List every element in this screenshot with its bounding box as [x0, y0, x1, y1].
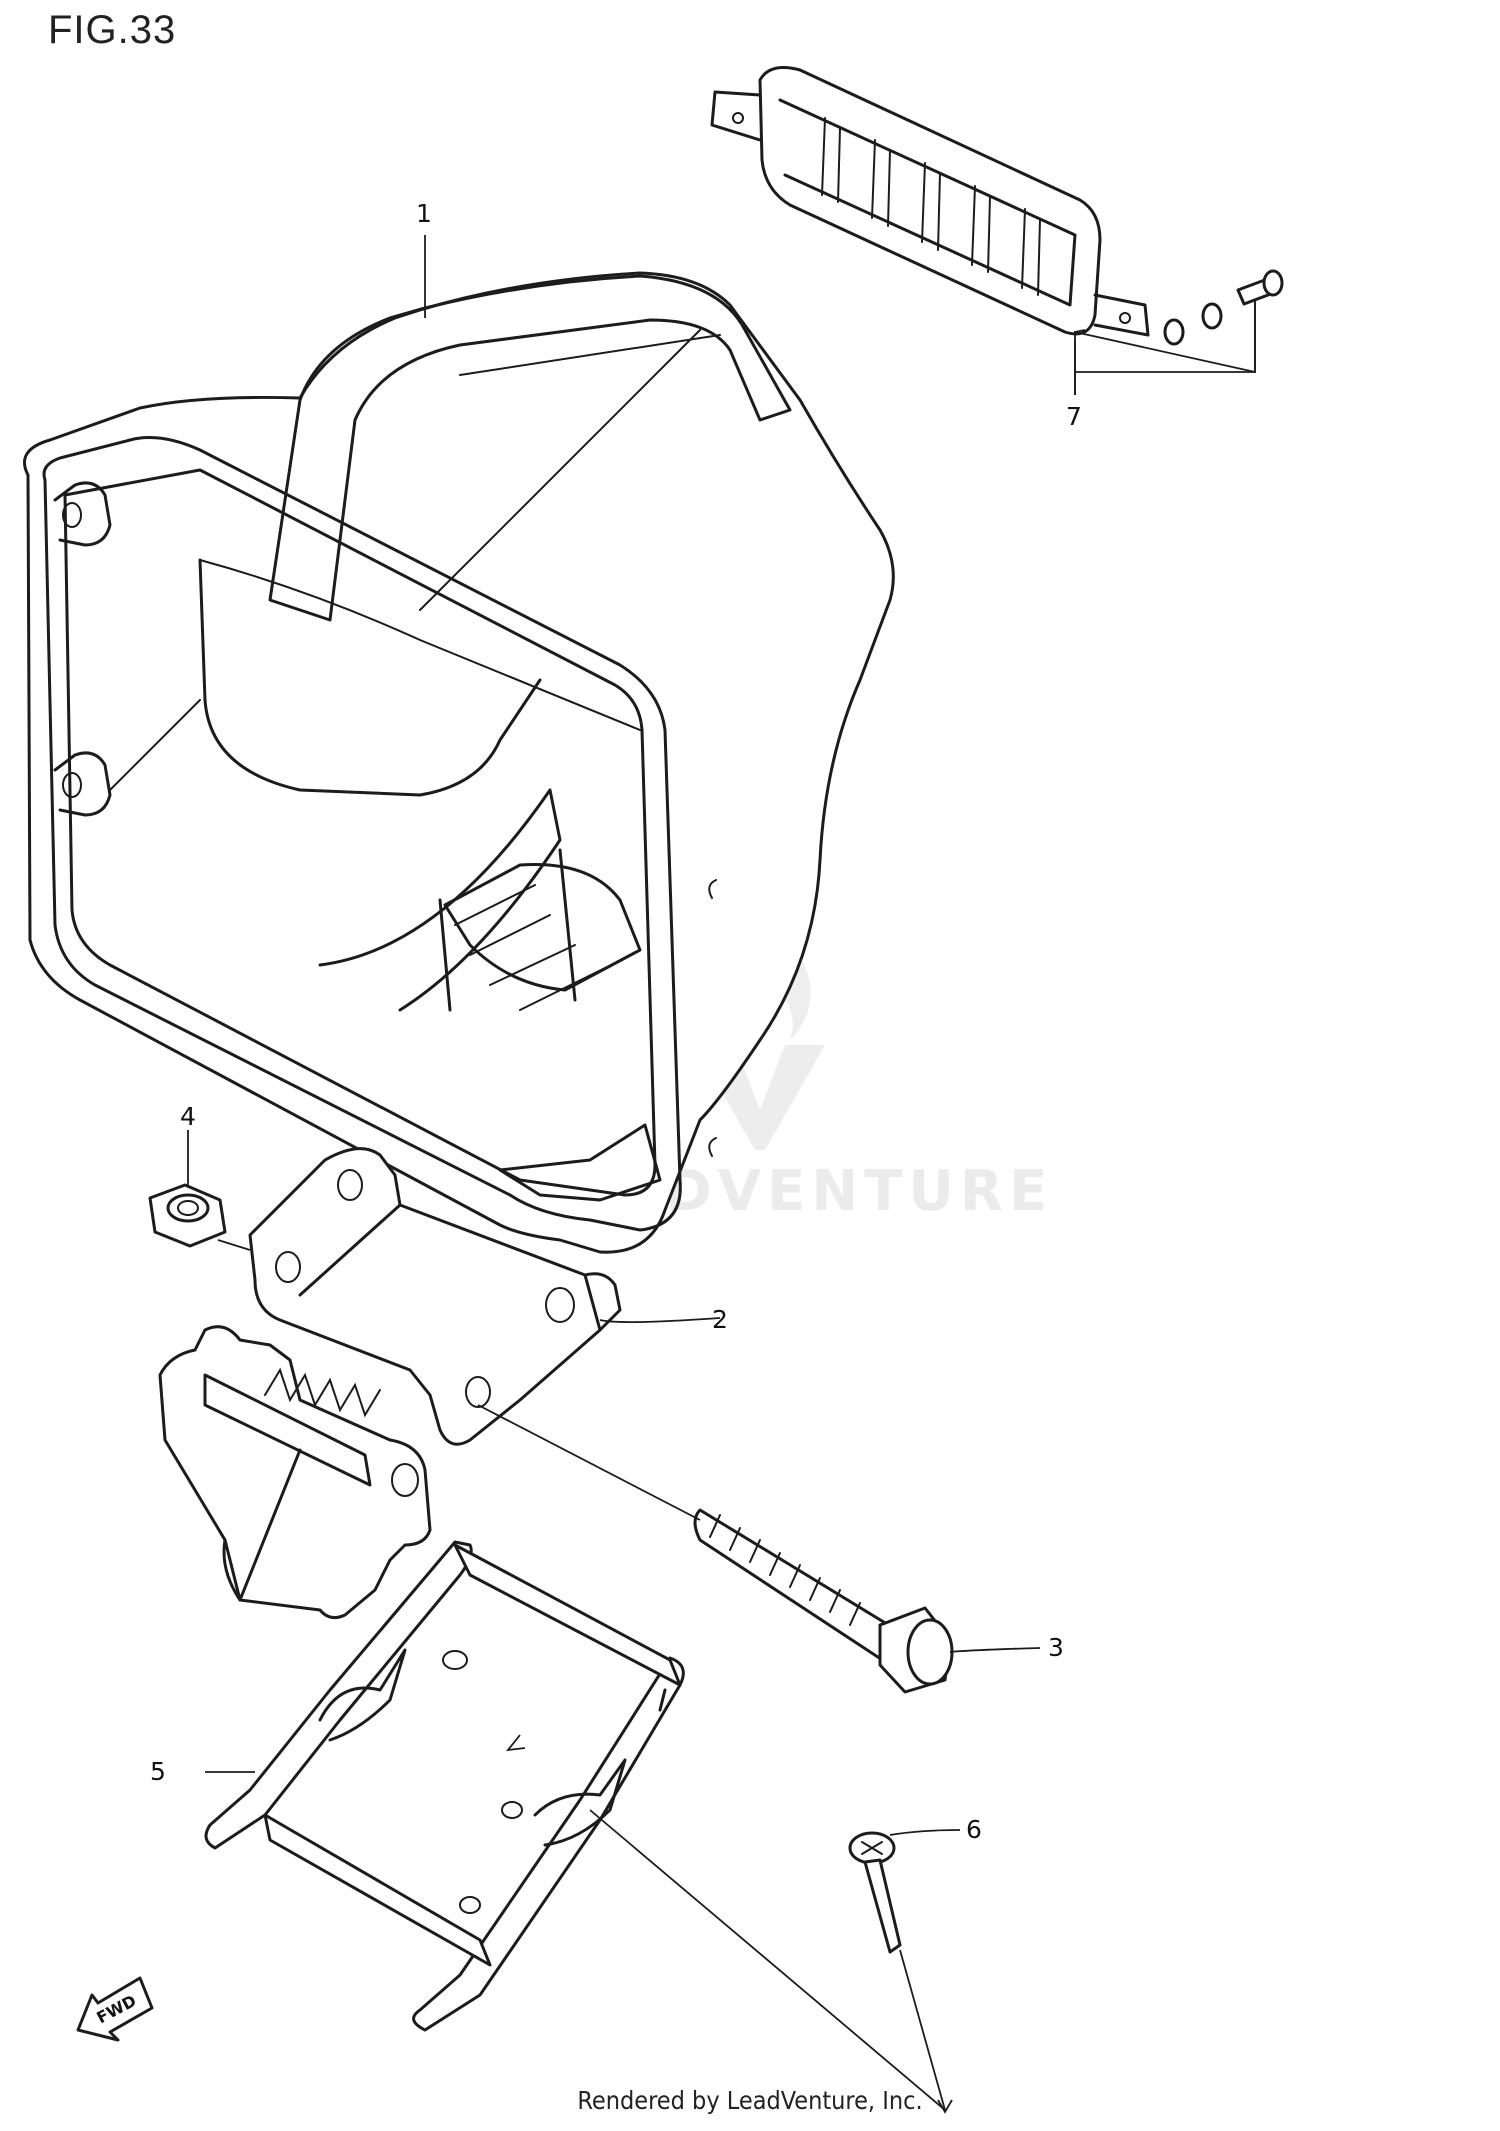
- callout-1: 1: [416, 199, 432, 228]
- washer-icon: [1201, 302, 1223, 330]
- fwd-direction-arrow: FWD: [76, 1976, 154, 2042]
- housing-front-rim: [42, 436, 682, 1232]
- frame-crossbar-bottom: [263, 1813, 492, 1967]
- housing-louvers: [443, 862, 642, 992]
- spring-icon: [264, 1367, 381, 1418]
- part-7-grille-assembly: [710, 66, 1284, 346]
- latch-body: [158, 1325, 432, 1620]
- housing-outer-shell: [23, 271, 895, 1254]
- carry-handle: [268, 274, 792, 622]
- nut-icon: [166, 1193, 210, 1223]
- mount-tab-icon: [53, 751, 112, 817]
- washer-icon: [1163, 318, 1185, 346]
- callout-4: 4: [180, 1102, 196, 1131]
- part-3-long-bolt: [693, 1508, 954, 1694]
- callout-7: 7: [1066, 402, 1082, 431]
- latch-pin: [203, 1373, 372, 1487]
- callout-6: 6: [966, 1815, 982, 1844]
- figure-title: FIG.33: [48, 8, 177, 52]
- screw-shaft: [863, 1858, 902, 1954]
- bolt-icon: [1236, 269, 1284, 306]
- callout-3: 3: [1048, 1633, 1064, 1662]
- footer-credit: Rendered by LeadVenture, Inc.: [577, 2086, 923, 2115]
- part-4-nut: [148, 1183, 227, 1248]
- leader-lines: [187, 235, 1256, 2114]
- grille-frame: [758, 66, 1102, 336]
- part-6-screw: [848, 1831, 902, 1954]
- callout-5: 5: [150, 1757, 166, 1786]
- part-1-headlight-housing: [23, 271, 895, 1254]
- part-2-bracket: [248, 1147, 622, 1446]
- callout-2: 2: [712, 1305, 728, 1334]
- frame-crossbar-top: [453, 1543, 682, 1687]
- housing-inner-wall: [198, 558, 542, 797]
- bolt-shaft: [693, 1508, 907, 1667]
- callout-labels: 1 2 3 4 5 6 7: [150, 199, 1082, 1844]
- latch-spring-assembly: [158, 1325, 432, 1620]
- part-5-bracket-frame: [204, 1540, 685, 2032]
- mount-tab-icon: [53, 481, 112, 547]
